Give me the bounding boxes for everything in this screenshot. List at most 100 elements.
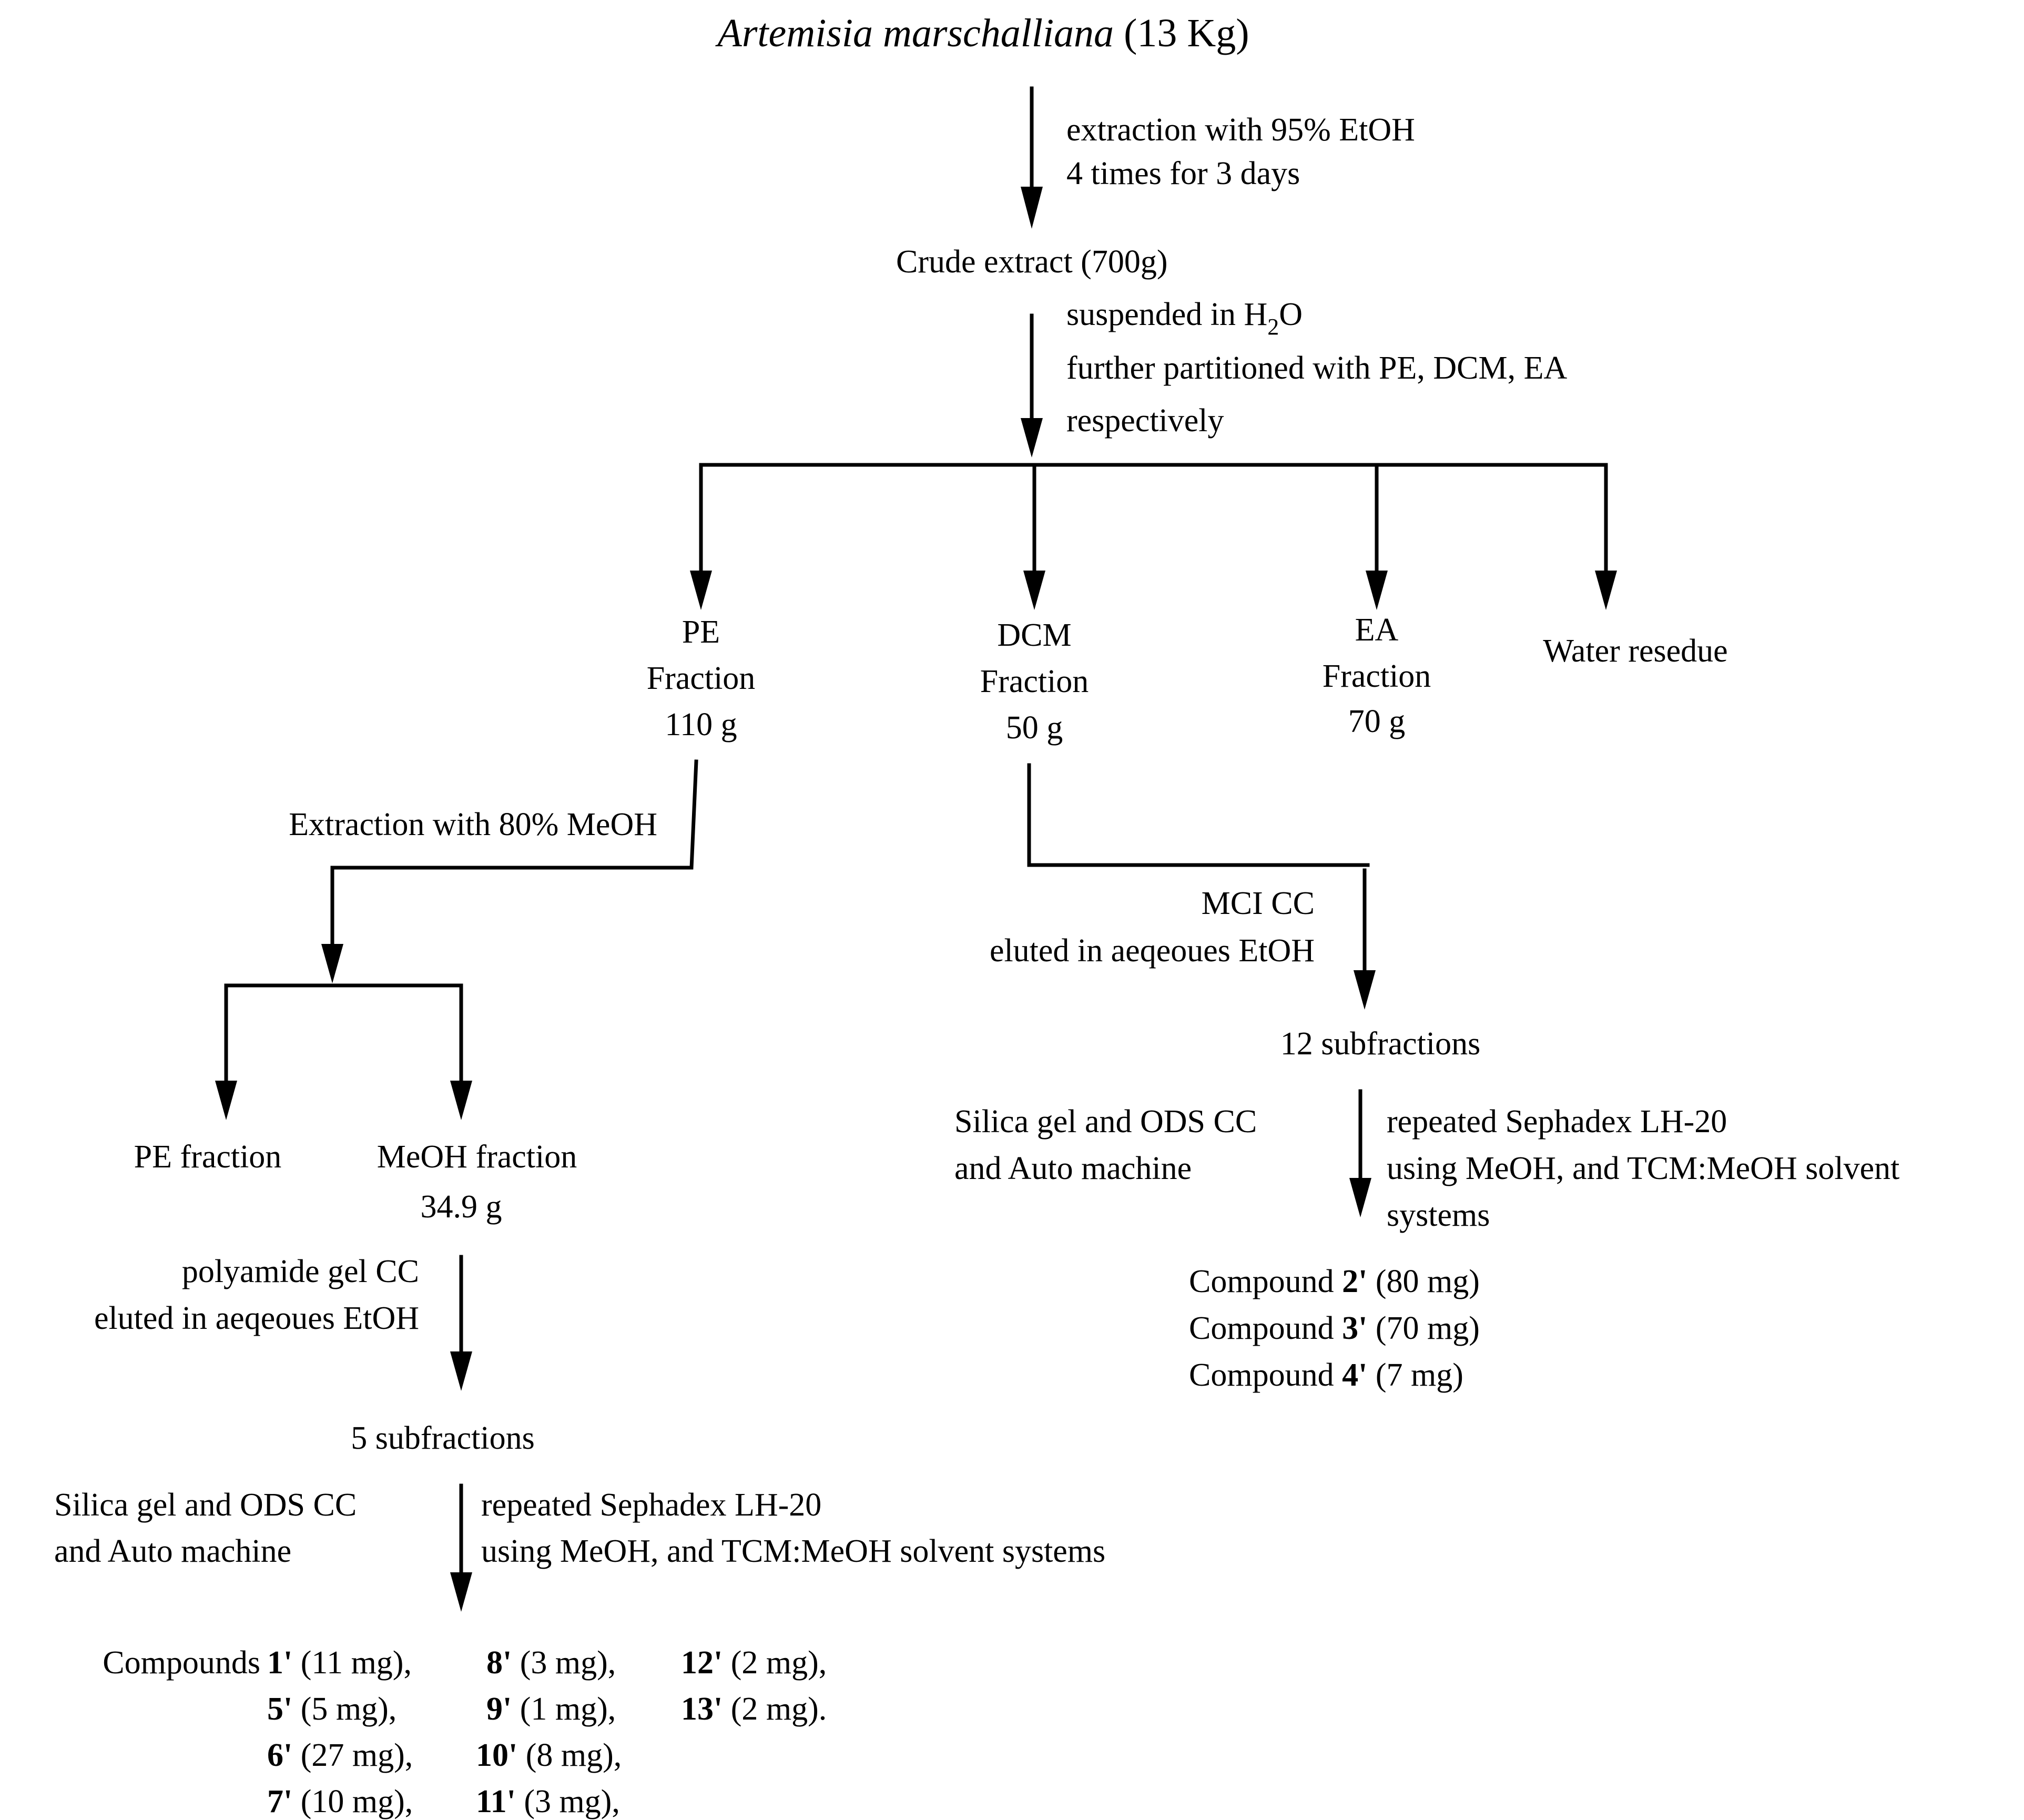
compound-item: Compound 4' (7 mg) (1189, 1357, 1463, 1393)
mci-arrow-head (1354, 970, 1376, 1010)
compound-item: 1' (11 mg), (267, 1645, 412, 1681)
extraction-step-line-1: extraction with 95% EtOH (1066, 112, 1415, 148)
compound-id: 11' (476, 1784, 516, 1819)
h2o-suffix: O (1279, 297, 1303, 332)
compound-amount: (3 mg), (512, 1645, 616, 1681)
compound-item: 10' (8 mg), (476, 1737, 622, 1773)
compound-item: 13' (2 mg). (681, 1691, 827, 1727)
compound-item: 9' (1 mg), (486, 1691, 616, 1727)
dcm-subfractions-node: 12 subfractions (1280, 1026, 1481, 1062)
compound-id: 7' (267, 1784, 292, 1819)
branch-water-head (1595, 571, 1617, 610)
compound-id: 13' (681, 1691, 723, 1727)
compound-amount: (2 mg), (723, 1645, 827, 1681)
compound-amount: (27 mg), (292, 1737, 413, 1773)
compounds-label: Compounds (103, 1645, 260, 1681)
pe-subfraction-node: PE fraction (134, 1139, 282, 1175)
partition-step-line-2: further partitioned with PE, DCM, EA (1066, 350, 1567, 386)
plant-mass: (13 Kg) (1114, 11, 1249, 55)
dcm-silica-step-line-2: and Auto machine (954, 1151, 1192, 1186)
compound-id: 2' (1342, 1264, 1367, 1299)
dcm-branch-connector (1027, 763, 1370, 867)
partition-step-line-3: respectively (1066, 403, 1224, 439)
pe-silica-step-line-1: Silica gel and ODS CC (54, 1487, 357, 1523)
compound-amount: (10 mg), (292, 1784, 413, 1819)
pe-silica-step-line-2: and Auto machine (54, 1533, 291, 1569)
pe-subfractions-node: 5 subfractions (351, 1420, 535, 1456)
compound-amount: (70 mg) (1367, 1310, 1480, 1346)
compound-id: 8' (486, 1645, 512, 1681)
crude-extract-node: Crude extract (700g) (896, 244, 1167, 280)
dcm-sephadex-step-line-2: using MeOH, and TCM:MeOH solvent (1387, 1151, 1899, 1186)
polyamide-arrow-head (450, 1351, 472, 1391)
compound-item: Compound 3' (70 mg) (1189, 1310, 1480, 1346)
compound-id: 4' (1342, 1357, 1367, 1393)
pe-sephadex-step-line-1: repeated Sephadex LH-20 (481, 1487, 821, 1523)
branch-ea-head (1366, 571, 1388, 610)
branch-pe-head (690, 571, 712, 610)
compound-word: Compound (1189, 1264, 1334, 1299)
dcm-fraction-line-1: DCM (997, 617, 1071, 653)
compound-amount: (5 mg), (292, 1691, 396, 1727)
compound-id: 9' (486, 1691, 512, 1727)
pe-sub-arrow-head (215, 1081, 237, 1120)
mci-step-line-2: eluted in aeqeoues EtOH (990, 933, 1315, 969)
meoh-sub-arrow-head (450, 1081, 472, 1120)
partition-step-line-1: suspended in H2O (1066, 297, 1303, 340)
species-name: Artemisia marschalliana (715, 11, 1114, 55)
compound-id: 10' (476, 1737, 517, 1773)
suspended-text: suspended in H (1066, 297, 1267, 332)
pe-branch-arrow-head (321, 944, 343, 983)
pe-fraction-line-2: Fraction (647, 660, 756, 696)
ea-fraction-weight: 70 g (1348, 704, 1406, 739)
pe-fraction-weight: 110 g (665, 707, 737, 743)
compound-id: 5' (267, 1691, 292, 1727)
dcm-sephadex-arrow-head (1349, 1178, 1371, 1217)
compound-item: 6' (27 mg), (267, 1737, 413, 1773)
flowchart-title: Artemisia marschalliana (13 Kg) (715, 11, 1249, 55)
extraction-step-line-2: 4 times for 3 days (1066, 156, 1300, 191)
compound-item: 12' (2 mg), (681, 1645, 827, 1681)
water-residue-node: Water resedue (1543, 633, 1727, 669)
compound-amount: (11 mg), (292, 1645, 412, 1681)
meoh-fraction-weight: 34.9 g (421, 1189, 502, 1225)
pe-sephadex-arrow-head (450, 1572, 472, 1612)
compound-id: 3' (1342, 1310, 1367, 1346)
compound-amount: (7 mg) (1367, 1357, 1463, 1393)
arrow-partition-head (1021, 418, 1043, 457)
ea-fraction-line-1: EA (1355, 612, 1399, 648)
compound-item: Compound 2' (80 mg) (1189, 1264, 1480, 1299)
compound-id: 1' (267, 1645, 292, 1681)
compound-amount: (80 mg) (1367, 1264, 1480, 1299)
dcm-sephadex-step-line-3: systems (1387, 1197, 1490, 1233)
compound-item: 11' (3 mg), (476, 1784, 620, 1819)
compound-item: 8' (3 mg), (486, 1645, 616, 1681)
pe-branch-connector (330, 759, 698, 949)
h2o-subscript: 2 (1267, 314, 1279, 340)
meoh-extraction-step: Extraction with 80% MeOH (289, 807, 657, 842)
meoh-fraction-node: MeOH fraction (377, 1139, 577, 1175)
compound-amount: (2 mg). (723, 1691, 827, 1727)
mci-step-line-1: MCI CC (1202, 886, 1315, 921)
arrow-extraction-head (1021, 187, 1043, 229)
compound-id: 6' (267, 1737, 292, 1773)
compound-amount: (3 mg), (516, 1784, 620, 1819)
polyamide-step-line-1: polyamide gel CC (182, 1254, 419, 1289)
dcm-fraction-line-2: Fraction (980, 664, 1089, 699)
ea-fraction-line-2: Fraction (1323, 658, 1431, 694)
pe-fraction-line-1: PE (682, 614, 720, 650)
compound-item: 5' (5 mg), (267, 1691, 396, 1727)
compound-item: 7' (10 mg), (267, 1784, 413, 1819)
compound-id: 12' (681, 1645, 723, 1681)
dcm-silica-step-line-1: Silica gel and ODS CC (954, 1104, 1257, 1140)
branch-dcm-head (1023, 571, 1045, 610)
compound-word: Compound (1189, 1310, 1334, 1346)
compound-word: Compound (1189, 1357, 1334, 1393)
compound-amount: (1 mg), (512, 1691, 616, 1727)
pe-sephadex-step-line-2: using MeOH, and TCM:MeOH solvent systems (481, 1533, 1105, 1569)
dcm-fraction-weight: 50 g (1006, 710, 1063, 746)
polyamide-step-line-2: eluted in aeqeoues EtOH (94, 1300, 419, 1336)
dcm-sephadex-step-line-1: repeated Sephadex LH-20 (1387, 1104, 1727, 1140)
compound-amount: (8 mg), (517, 1737, 622, 1773)
